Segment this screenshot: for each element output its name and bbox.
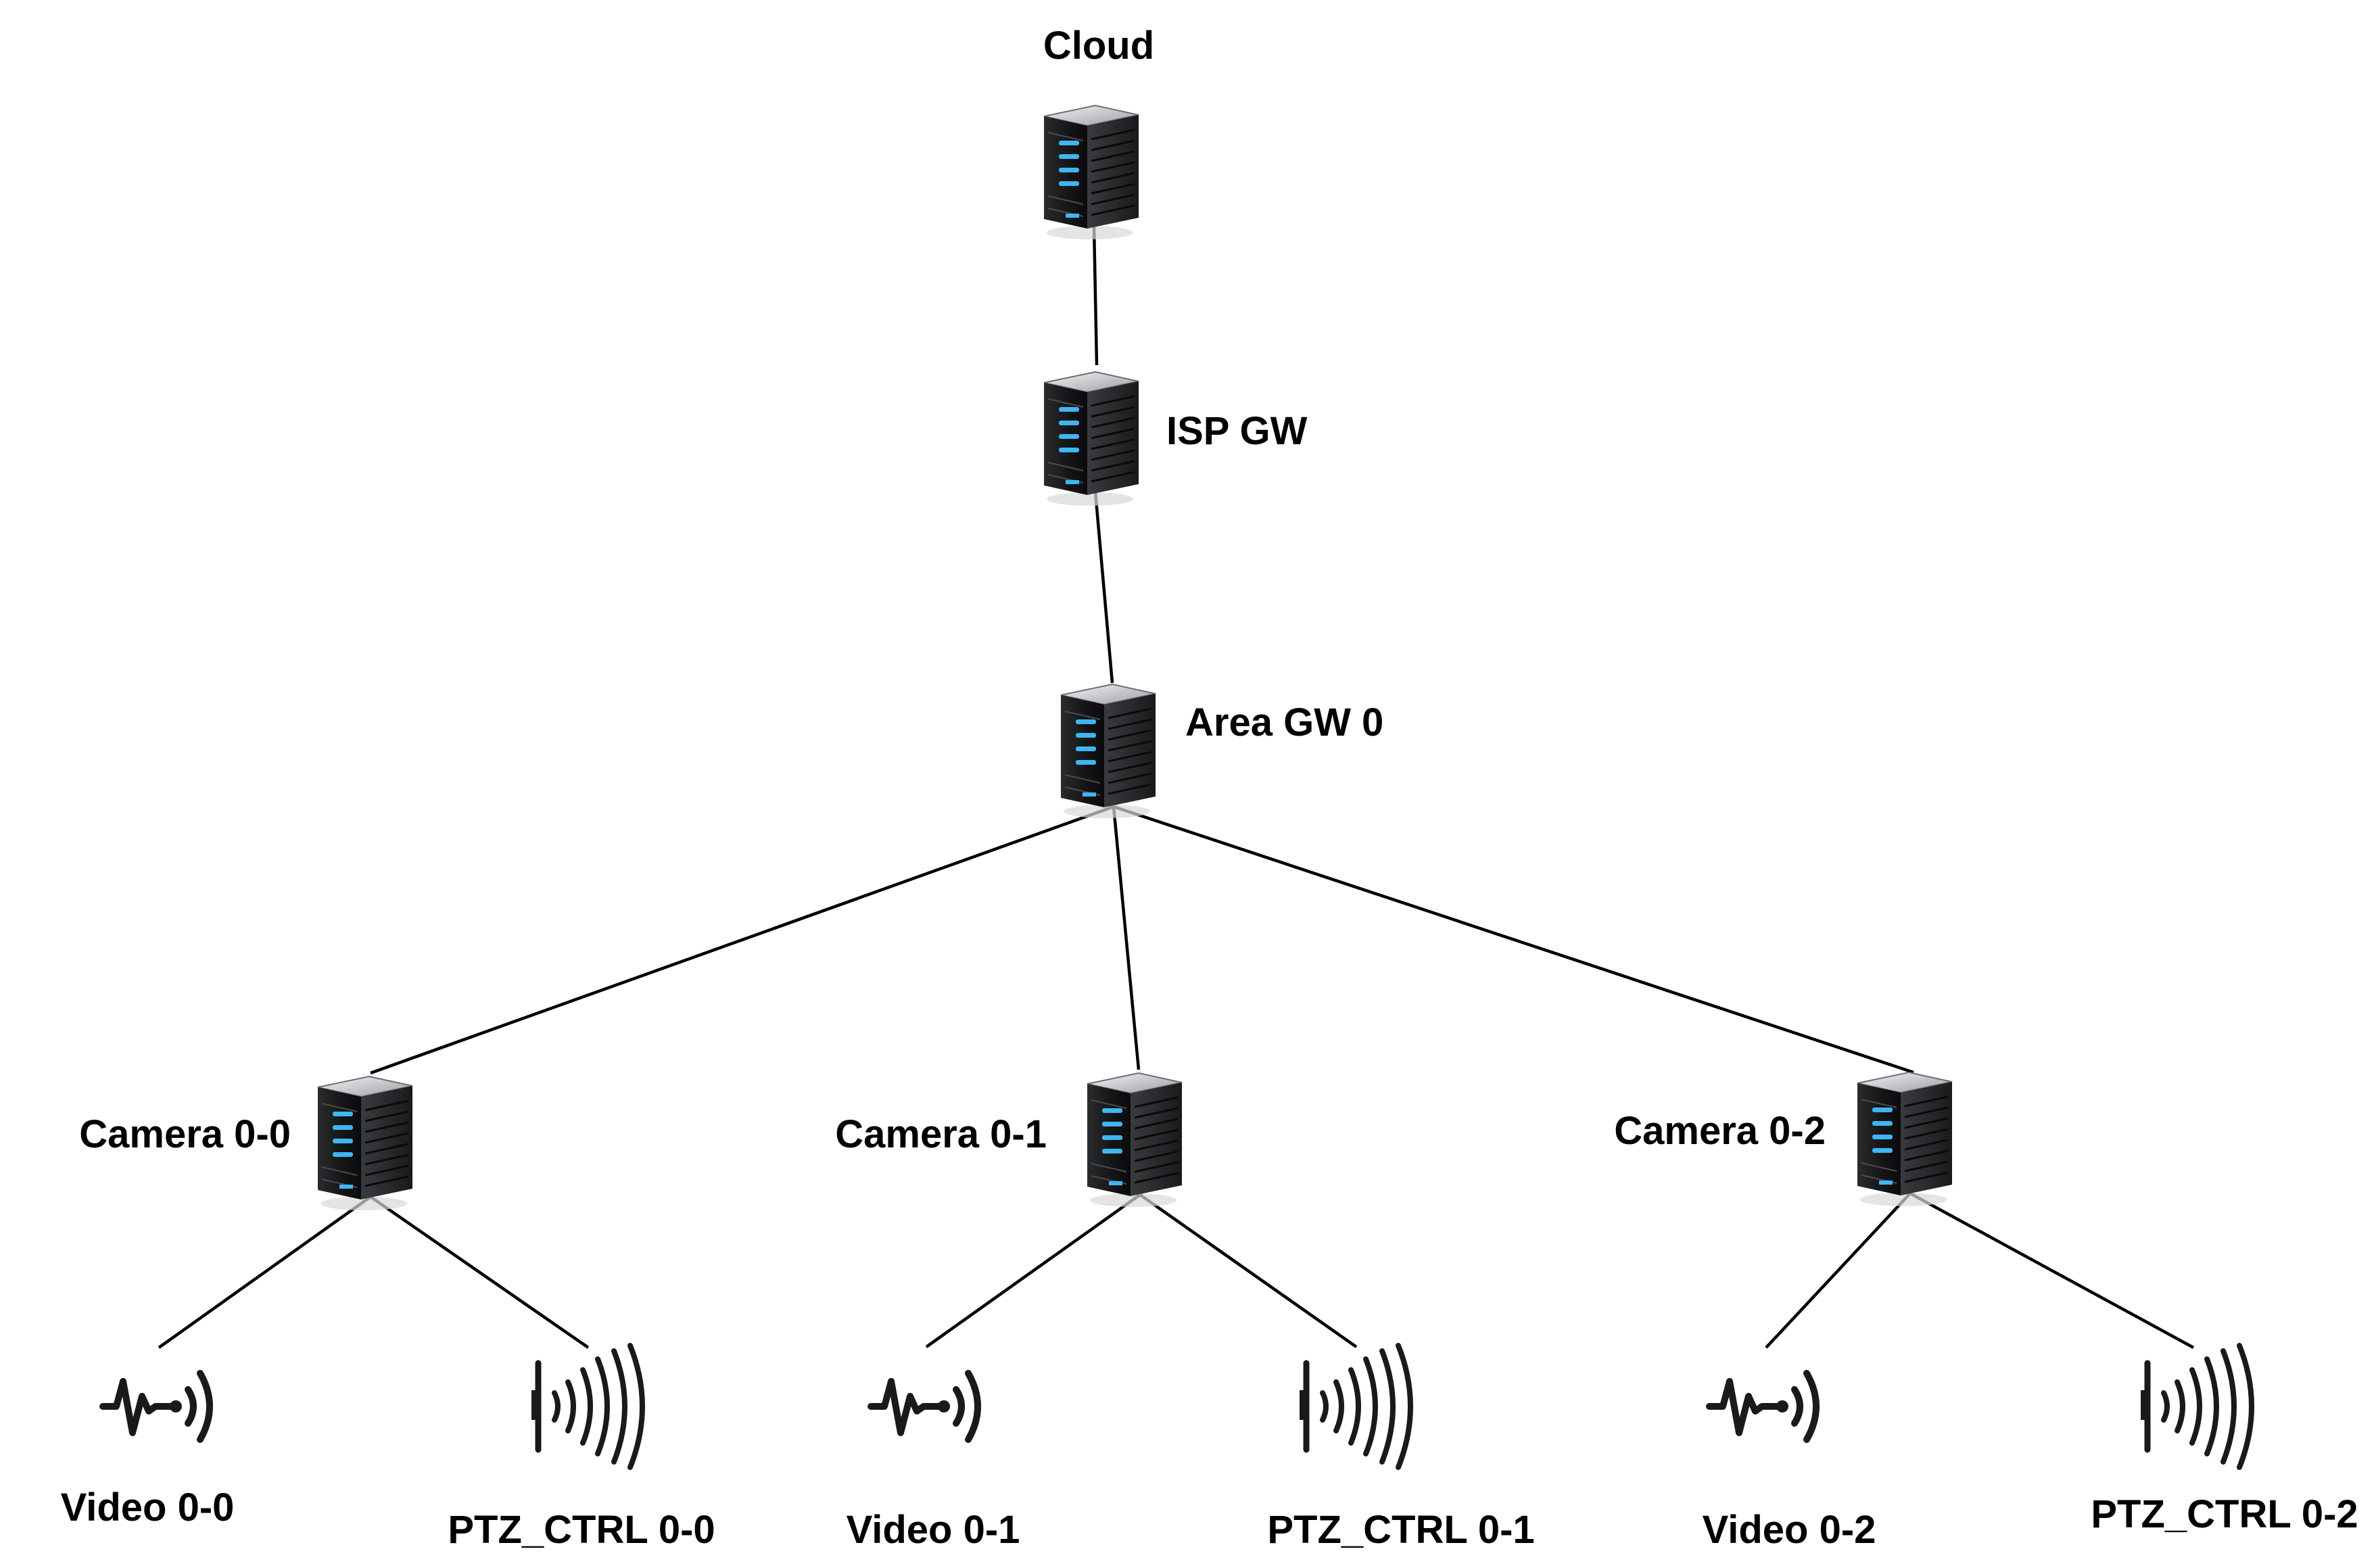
edge-camera-0-2-video-0-2 bbox=[1765, 1192, 1911, 1349]
edge-camera-0-1-ptz-ctrl-0-1 bbox=[1139, 1193, 1358, 1348]
ptz-actuator-icon bbox=[531, 1346, 642, 1467]
edge-area-gw-0-camera-0-0 bbox=[370, 805, 1114, 1075]
ptz-ctrl-0-0-node[interactable]: PTZ_CTRL 0-0 bbox=[448, 1346, 715, 1552]
edge-camera-0-0-video-0-0 bbox=[158, 1195, 372, 1349]
server-icon bbox=[1086, 1072, 1183, 1208]
video-0-2-label: Video 0-2 bbox=[1703, 1508, 1876, 1552]
server-icon bbox=[1043, 371, 1140, 507]
edge-area-gw-0-camera-0-1 bbox=[1112, 806, 1141, 1070]
edge-isp-gw-area-gw-0 bbox=[1093, 492, 1114, 684]
ptz-ctrl-0-0-label: PTZ_CTRL 0-0 bbox=[448, 1508, 715, 1552]
video-0-1-node[interactable]: Video 0-1 bbox=[847, 1373, 1020, 1552]
server-icon bbox=[1856, 1071, 1953, 1208]
edge-area-gw-0-camera-0-2 bbox=[1113, 805, 1914, 1074]
video-0-1-label: Video 0-1 bbox=[847, 1508, 1020, 1552]
camera-0-1-node[interactable]: Camera 0-1 bbox=[835, 1072, 1183, 1208]
edge-camera-0-0-ptz-ctrl-0-0 bbox=[369, 1195, 590, 1349]
video-sensor-icon bbox=[103, 1373, 210, 1440]
ptz-actuator-icon bbox=[1300, 1346, 1410, 1467]
camera-0-0-label: Camera 0-0 bbox=[79, 1112, 291, 1156]
server-icon bbox=[316, 1075, 414, 1212]
ptz-ctrl-0-1-label: PTZ_CTRL 0-1 bbox=[1267, 1508, 1534, 1552]
edge-camera-0-1-video-0-1 bbox=[925, 1193, 1141, 1348]
video-0-2-node[interactable]: Video 0-2 bbox=[1703, 1373, 1876, 1552]
ptz-ctrl-0-1-node[interactable]: PTZ_CTRL 0-1 bbox=[1267, 1346, 1535, 1552]
camera-0-2-label: Camera 0-2 bbox=[1614, 1109, 1826, 1153]
video-0-0-label: Video 0-0 bbox=[61, 1486, 235, 1529]
video-sensor-icon bbox=[871, 1373, 978, 1440]
area-gw-0-node[interactable]: Area GW 0 bbox=[1060, 683, 1383, 819]
cloud-node[interactable]: Cloud bbox=[1043, 24, 1154, 241]
isp-gw-label: ISP GW bbox=[1166, 409, 1308, 453]
video-0-0-node[interactable]: Video 0-0 bbox=[61, 1373, 235, 1529]
isp-gw-node[interactable]: ISP GW bbox=[1043, 371, 1308, 507]
edge-camera-0-2-ptz-ctrl-0-2 bbox=[1909, 1192, 2195, 1349]
video-sensor-icon bbox=[1709, 1373, 1816, 1440]
edge-cloud-isp-gw bbox=[1092, 226, 1099, 366]
area-gw-0-label: Area GW 0 bbox=[1185, 700, 1383, 744]
server-icon bbox=[1043, 104, 1140, 241]
ptz-ctrl-0-2-node[interactable]: PTZ_CTRL 0-2 bbox=[2091, 1346, 2358, 1536]
ptz-ctrl-0-2-label: PTZ_CTRL 0-2 bbox=[2091, 1492, 2358, 1536]
camera-0-2-node[interactable]: Camera 0-2 bbox=[1614, 1071, 1953, 1208]
camera-0-0-node[interactable]: Camera 0-0 bbox=[79, 1075, 414, 1212]
ptz-actuator-icon bbox=[2141, 1346, 2252, 1467]
camera-0-1-label: Camera 0-1 bbox=[835, 1112, 1047, 1156]
cloud-label: Cloud bbox=[1043, 24, 1154, 68]
server-icon bbox=[1060, 683, 1157, 819]
